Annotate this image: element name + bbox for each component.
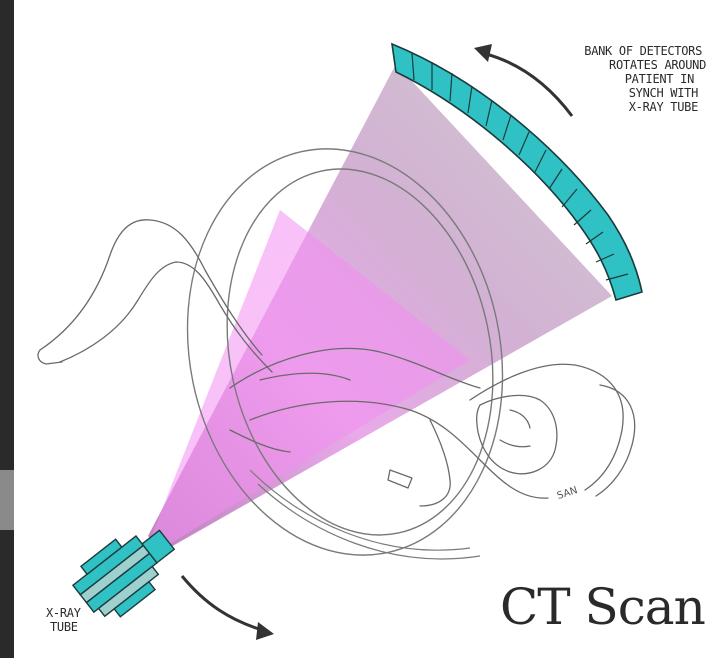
xray-caption-line: TUBE — [50, 620, 81, 634]
detector-caption-line: SYNCH WITH — [528, 86, 698, 100]
tube-rotation-arrow — [182, 576, 262, 630]
detector-caption-line: PATIENT IN — [528, 72, 694, 86]
patient-leg — [40, 220, 262, 355]
left-edge-photo — [0, 470, 14, 530]
scanner-table — [250, 470, 480, 559]
detector-caption: BANK OF DETECTORS ROTATES AROUND PATIENT… — [528, 44, 718, 114]
patient-head — [477, 395, 557, 473]
detector-caption-line: ROTATES AROUND — [528, 58, 706, 72]
diagram-title: CT Scan — [500, 578, 705, 636]
left-edge-strip — [0, 0, 14, 658]
tube-arrowhead — [256, 622, 274, 640]
detector-arrowhead — [474, 44, 492, 62]
detector-caption-line: BANK OF DETECTORS — [528, 44, 702, 58]
detector-caption-line: X-RAY TUBE — [528, 100, 698, 114]
xray-caption-line: X-RAY — [46, 606, 81, 620]
xray-tube-caption: X-RAY TUBE — [46, 606, 81, 634]
